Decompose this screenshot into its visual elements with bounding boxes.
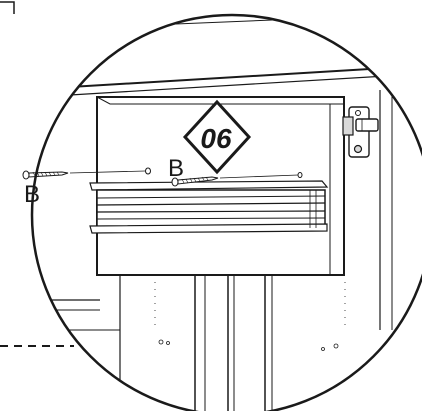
corner-mark	[0, 1, 15, 14]
step-number: 06	[200, 123, 232, 154]
magnified-detail	[32, 15, 421, 411]
drawer-rail-icon	[89, 180, 329, 234]
screw-icon	[22, 167, 151, 180]
screw-icon	[171, 172, 303, 187]
part-label-screw-left: B	[24, 181, 40, 208]
cabinet-posts	[119, 275, 346, 411]
step-badge: 06	[182, 99, 252, 175]
part-label-screw-right: B	[168, 155, 184, 182]
right-wall	[379, 90, 393, 330]
hinge-bracket-icon	[342, 106, 379, 158]
